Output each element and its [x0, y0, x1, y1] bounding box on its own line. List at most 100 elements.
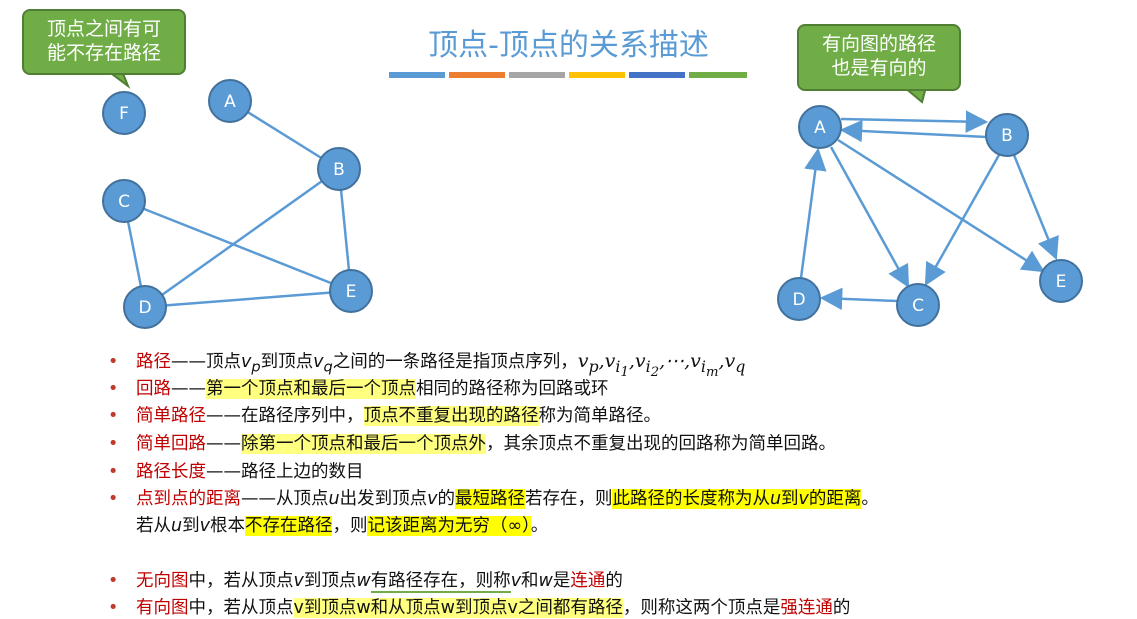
term-strongly-connected: 强连通 [780, 598, 833, 618]
bullet-strongly-connected: •有向图中，若从顶点v到顶点w和从顶点w到顶点v之间都有路径，则称这两个顶点是强… [108, 594, 850, 619]
dnode-e: E [1039, 259, 1083, 303]
bullet-path: •路径——顶点vp到顶点vq之间的一条路径是指顶点序列，vp,vi1,vi2,⋯… [108, 348, 745, 380]
color-bar-1 [389, 72, 445, 78]
arc-b-c [924, 154, 1001, 286]
seq-rest: ,vi1,vi2,⋯,vim,vq [598, 350, 746, 380]
text: 的距离 [808, 489, 862, 509]
sep: —— [171, 352, 206, 372]
var-v: v [798, 489, 809, 509]
highlight: 顶点不重复出现的路径 [363, 406, 539, 426]
var-v: v [313, 352, 324, 372]
node-f: F [102, 91, 146, 135]
svg-text:B: B [1001, 126, 1013, 146]
highlight: 除第一个顶点和最后一个顶点外 [241, 434, 486, 454]
sep: —— [241, 489, 276, 509]
svg-text:A: A [224, 92, 236, 112]
text: ，则 [332, 516, 368, 536]
highlight: 记该距离为无穷（∞） [367, 516, 531, 536]
text: 中，若从顶点 [188, 598, 294, 618]
text: 若存在，则 [524, 489, 613, 509]
text: 中，若从顶点 [188, 571, 294, 591]
text: 在路径序列中， [241, 406, 364, 426]
var-v: v [510, 571, 522, 591]
text: 的 [832, 598, 851, 618]
callout-right-line2: 也是有向的 [831, 57, 927, 79]
text: 的 [437, 489, 455, 509]
bullet-undirected-connected: •无向图中，若从顶点v到顶点w有路径存在，则称v和w是连通的 [108, 567, 623, 593]
text: 路径上边的数目 [241, 462, 364, 482]
text: 到 [182, 516, 200, 536]
bullet-distance: •点到点的距离——从顶点u出发到顶点v的最短路径若存在，则此路径的长度称为从u到… [108, 485, 879, 510]
var-v: v [293, 571, 304, 591]
undirected-edges [122, 99, 353, 309]
callout-left-line2: 能不存在路径 [46, 42, 161, 64]
svg-text:D: D [138, 298, 151, 318]
text: ，其余顶点不重复出现的回路称为简单回路。 [486, 434, 836, 454]
var-v: v [427, 489, 438, 509]
var-u: u [769, 489, 782, 509]
directed-edges [799, 110, 1059, 311]
text: 之间的一条路径是指顶点序列， [332, 352, 578, 372]
arc-a-b [840, 110, 989, 133]
edge-d-e [144, 289, 352, 309]
bullet-simple-path: •简单路径——在路径序列中，顶点不重复出现的路径称为简单路径。 [108, 402, 661, 427]
callout-left: 顶点之间有可 能不存在路径 [22, 9, 186, 75]
sep: —— [171, 379, 206, 399]
arc-b-a [839, 119, 988, 143]
edge-c-e [123, 199, 352, 293]
highlight: 最短路径 [454, 489, 525, 509]
var-u: u [171, 516, 183, 536]
term-connected: 连通 [570, 571, 606, 591]
bullet-dot: • [108, 598, 119, 618]
svg-text:C: C [118, 192, 130, 212]
var-v: v [199, 516, 210, 536]
dnode-d: D [777, 277, 821, 321]
node-b: B [317, 147, 361, 191]
text: 到 [781, 489, 799, 509]
arc-d-a [799, 147, 827, 279]
svg-text:D: D [792, 290, 805, 310]
svg-text:E: E [1056, 272, 1067, 292]
sep: —— [206, 406, 241, 426]
highlight: v到顶点w和从顶点w到顶点v之间都有路径 [293, 598, 623, 618]
text: 此路径的长度称为从 [612, 489, 770, 509]
bullet-cycle: •回路——第一个顶点和最后一个顶点相同的路径称为回路或环 [108, 375, 609, 400]
text: 是 [552, 571, 571, 591]
highlight: 第一个顶点和最后一个顶点 [206, 379, 416, 399]
callout-right: 有向图的路径 也是有向的 [797, 24, 961, 91]
sub-q: q [323, 358, 333, 376]
term-simple-cycle: 简单回路 [136, 434, 206, 454]
seq-sub: p [588, 356, 599, 376]
svg-text:C: C [912, 296, 924, 316]
text: 根本 [209, 516, 245, 536]
bullet-path-length: •路径长度——路径上边的数目 [108, 458, 364, 483]
color-bar-2 [449, 72, 505, 78]
arc-a-e [837, 138, 1045, 273]
color-bar-6 [689, 72, 747, 78]
var-w: w [356, 571, 371, 591]
bullet-dot: • [108, 352, 119, 372]
text: 和 [521, 571, 539, 591]
sub-p: p [251, 358, 261, 376]
text: 。 [530, 516, 549, 536]
dnode-c: C [896, 283, 940, 327]
edge-b-d [144, 167, 340, 309]
bullet-dot: • [108, 406, 119, 426]
callout-right-line1: 有向图的路径 [821, 33, 936, 55]
color-bar-5 [629, 72, 685, 78]
node-e: E [329, 269, 373, 313]
var-w: w [538, 571, 553, 591]
term-directed: 有向图 [136, 598, 189, 618]
text: 顶点 [206, 352, 241, 372]
term-undirected: 无向图 [136, 571, 189, 591]
var-v: v [241, 352, 252, 372]
seq-v: v [577, 350, 589, 372]
term-simple-path: 简单路径 [136, 406, 206, 426]
node-c: C [102, 179, 146, 223]
arc-c-d [819, 287, 898, 311]
bullet-dot: • [108, 489, 119, 509]
highlight: 此路径的长度称为从u到v的距离 [612, 489, 862, 509]
svg-text:B: B [333, 160, 345, 180]
bullet-simple-cycle: •简单回路——除第一个顶点和最后一个顶点外，其余顶点不重复出现的回路称为简单回路… [108, 430, 836, 455]
